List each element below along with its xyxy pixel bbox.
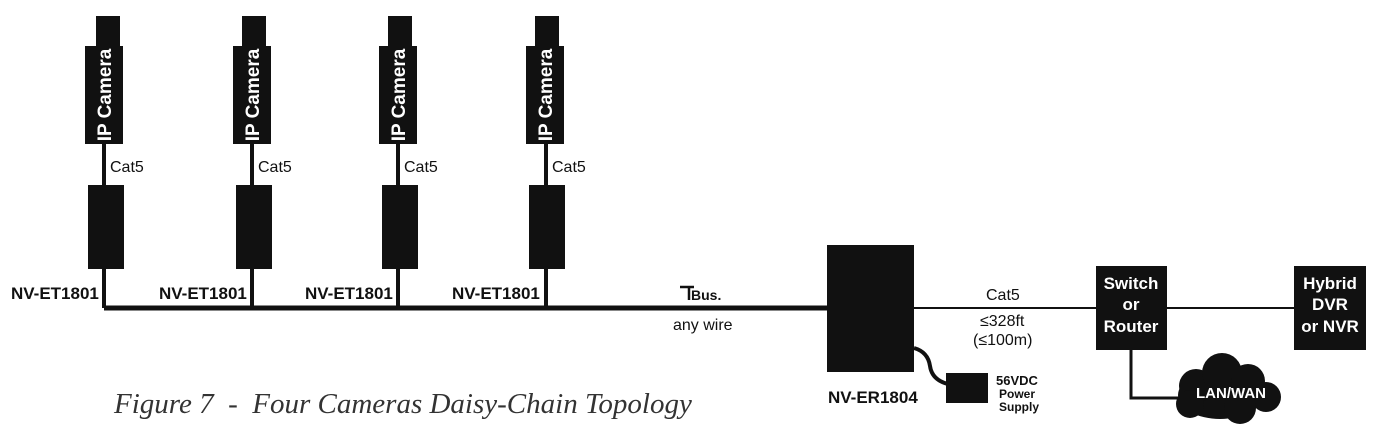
transceiver-box	[529, 185, 565, 269]
switch-line1: Switch	[1104, 274, 1159, 293]
switch-line3: Router	[1104, 317, 1159, 336]
camera-unit-3: IP Camera Cat5 NV-ET1801	[305, 16, 438, 308]
cloud-icon	[1176, 353, 1281, 424]
switch-box	[1096, 266, 1167, 350]
camera-body	[526, 46, 564, 144]
cat5-label: Cat5	[552, 159, 586, 176]
camera-unit-4: IP Camera Cat5 NV-ET1801	[452, 16, 586, 308]
camera-label: IP Camera	[536, 48, 557, 141]
uplink-cable-label: Cat5	[986, 287, 1020, 304]
tbus-logo: Bus.	[680, 285, 721, 303]
transceiver-box	[382, 185, 418, 269]
recorder-line3: or NVR	[1301, 317, 1359, 336]
camera-label: IP Camera	[243, 48, 264, 141]
switch-line2: or	[1123, 295, 1140, 314]
transceiver-label: NV-ET1801	[159, 284, 247, 303]
camera-unit-2: IP Camera Cat5 NV-ET1801	[159, 16, 292, 308]
receiver-box	[827, 245, 914, 372]
cloud-link	[1129, 350, 1186, 400]
transceiver-label: NV-ET1801	[452, 284, 540, 303]
transceiver-label: NV-ET1801	[11, 284, 99, 303]
camera-body	[379, 46, 417, 144]
any-wire-label: any wire	[673, 317, 733, 334]
cat5-label: Cat5	[110, 159, 144, 176]
tbus-logo-text: Bus.	[691, 287, 721, 303]
transceiver-box	[236, 185, 272, 269]
receiver-label: NV-ER1804	[828, 388, 918, 407]
camera-lens-icon	[535, 16, 559, 46]
camera-body	[233, 46, 271, 144]
camera-label: IP Camera	[389, 48, 410, 141]
camera-body	[85, 46, 123, 144]
camera-label: IP Camera	[95, 48, 116, 141]
camera-lens-icon	[96, 16, 120, 46]
uplink-distance-m: (≤100m)	[973, 332, 1032, 349]
transceiver-label: NV-ET1801	[305, 284, 393, 303]
cat5-label: Cat5	[404, 159, 438, 176]
figure-caption: Figure 7 - Four Cameras Daisy-Chain Topo…	[113, 388, 692, 420]
camera-unit-1: IP Camera Cat5 NV-ET1801	[11, 16, 144, 308]
power-supply-line2: Supply	[999, 400, 1039, 414]
power-cord	[913, 346, 949, 386]
recorder-line2: DVR	[1312, 295, 1348, 314]
cat5-label: Cat5	[258, 159, 292, 176]
power-supply-line1: Power	[999, 387, 1035, 401]
uplink-distance-ft: ≤328ft	[980, 313, 1025, 330]
power-supply-voltage: 56VDC	[996, 373, 1039, 388]
recorder-line1: Hybrid	[1303, 274, 1357, 293]
camera-lens-icon	[242, 16, 266, 46]
transceiver-box	[88, 185, 124, 269]
power-supply-box	[946, 373, 988, 403]
camera-lens-icon	[388, 16, 412, 46]
recorder-box	[1294, 266, 1366, 350]
cloud-label: LAN/WAN	[1196, 385, 1266, 402]
